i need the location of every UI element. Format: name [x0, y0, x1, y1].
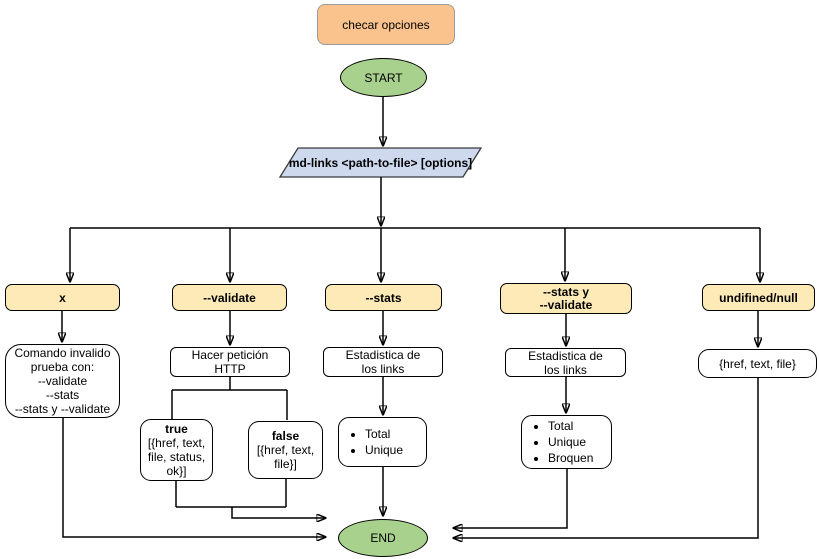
- arrow-href-to-end: [453, 378, 759, 538]
- option-undefined-null: undifined/null: [702, 284, 815, 311]
- true-title: true: [165, 422, 188, 436]
- stats-validate-list: Total Unique Broquen: [522, 418, 593, 466]
- comando-line1: Comando invalido: [14, 346, 111, 360]
- arrow-comando-to-end: [62, 418, 326, 537]
- split-peticion-truefalse: [171, 377, 288, 420]
- estadistica1-line1: Estadistica de: [345, 348, 421, 362]
- hacer-peticion-line2: HTTP: [214, 362, 246, 376]
- option-undefined-null-label: undifined/null: [719, 290, 798, 305]
- estadistica2-line2: los links: [544, 362, 587, 377]
- end-label: END: [370, 531, 396, 545]
- hacer-peticion-box: Hacer petición HTTP: [170, 347, 290, 377]
- true-line1: [{href, text,: [147, 436, 206, 450]
- estadistica2-line1: Estadistica de: [528, 348, 603, 363]
- true-result-box: true [{href, text, file, status, ok}]: [140, 419, 213, 481]
- option-validate-label: --validate: [203, 290, 256, 305]
- stats-item-total: Total: [365, 426, 403, 442]
- statsval-item-total: Total: [548, 418, 593, 434]
- arrow-truefalse-to-end: [231, 507, 326, 518]
- stats-list: Total Unique: [339, 426, 403, 458]
- option-x: x: [5, 284, 120, 311]
- comando-line4: --stats: [45, 388, 80, 402]
- checar-opciones-box: checar opciones: [317, 4, 455, 45]
- option-stats-validate: --stats y --validate: [500, 283, 632, 314]
- false-result-box: false [{href, text, file}]: [248, 421, 323, 479]
- option-stats-validate-line1: --stats y: [542, 284, 589, 299]
- estadistica1-line2: los links: [361, 362, 405, 376]
- start-terminator: START: [340, 58, 427, 97]
- option-x-label: x: [59, 290, 66, 305]
- false-line1: [{href, text,: [256, 443, 315, 457]
- option-stats: --stats: [325, 284, 442, 311]
- false-line2: file}]: [274, 457, 297, 471]
- href-object-box: {href, text, file}: [698, 349, 817, 378]
- merge-truefalse: [175, 479, 287, 508]
- statsval-item-unique: Unique: [548, 434, 593, 450]
- hacer-peticion-line1: Hacer petición: [191, 348, 269, 362]
- stats-item-unique: Unique: [365, 442, 403, 458]
- command-parallelogram: [278, 147, 483, 178]
- option-stats-validate-line2: --validate: [539, 297, 593, 312]
- option-stats-label: --stats: [365, 290, 402, 305]
- option-validate: --validate: [172, 284, 287, 311]
- true-line3: ok}]: [166, 464, 187, 478]
- true-line2: file, status,: [147, 450, 206, 464]
- stats-validate-list-box: Total Unique Broquen: [521, 415, 612, 469]
- checar-opciones-label: checar opciones: [342, 17, 430, 32]
- estadistica-stats-validate-box: Estadistica de los links: [505, 348, 626, 377]
- href-object-label: {href, text, file}: [719, 356, 796, 371]
- comando-line2: prueba con:: [30, 360, 95, 374]
- comando-line5: --stats y --validate: [14, 402, 111, 416]
- command-input-label: md-links <path-to-file> [options]: [288, 155, 473, 170]
- end-terminator: END: [338, 519, 428, 557]
- comando-line3: --validate: [37, 374, 88, 388]
- start-label: START: [364, 70, 403, 85]
- statsval-item-broquen: Broquen: [548, 450, 593, 466]
- estadistica-stats-box: Estadistica de los links: [323, 347, 443, 377]
- false-title: false: [271, 429, 300, 443]
- arrow-broquenlist-to-end: [453, 468, 568, 528]
- comando-invalido-box: Comando invalido prueba con: --validate …: [5, 344, 120, 418]
- stats-list-box: Total Unique: [338, 417, 427, 467]
